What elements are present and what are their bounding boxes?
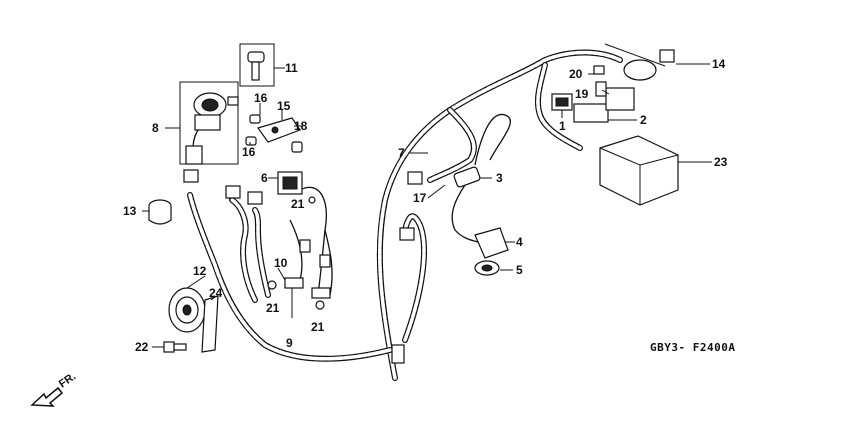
callout-19: 19 (575, 87, 589, 101)
regulator-connector (453, 166, 481, 188)
callout-11: 10 (274, 256, 288, 270)
ignition-switch (179, 81, 239, 165)
grommet (474, 260, 500, 276)
callout-13: 13 (123, 204, 137, 218)
direction-arrow-icon (30, 386, 64, 407)
callout-21a: 21 (291, 197, 305, 211)
switch-mount-bracket (245, 114, 303, 153)
callout-14: 14 (712, 57, 726, 71)
callout-3: 3 (496, 171, 503, 185)
callout-22: 22 (135, 340, 149, 354)
leader-lines (142, 63, 712, 348)
starter-relay (573, 87, 635, 123)
high-tension-cord (451, 113, 511, 243)
callout-1: 1 (559, 119, 566, 133)
callout-16a: 16 (254, 91, 268, 105)
callout-7: 7 (398, 146, 405, 160)
callout-21b: 21 (266, 301, 280, 315)
callout-2: 2 (640, 113, 647, 127)
horn-bracket (201, 295, 219, 353)
callout-20: 20 (569, 67, 583, 81)
socket-connector (604, 43, 675, 81)
terminal-parts (267, 196, 331, 310)
callout-15: 15 (277, 99, 291, 113)
callout-24: 24 (209, 286, 223, 300)
callout-23: 23 (714, 155, 728, 169)
callout-5: 5 (516, 263, 523, 277)
rubber-cap (148, 199, 172, 225)
ignition-key (239, 43, 275, 87)
diagram-code: GBY3- F2400A (650, 341, 735, 354)
callout-10: 9 (286, 336, 293, 350)
callout-17: 17 (413, 191, 427, 205)
cdi-unit (599, 135, 679, 206)
fuse-box (551, 93, 573, 111)
callout-9: 11 (285, 61, 298, 75)
callout-18: 18 (294, 119, 308, 133)
spark-plug-cap (474, 227, 509, 259)
relay (277, 171, 303, 195)
front-direction-indicator: FR. (30, 370, 78, 407)
wire-harness (187, 49, 623, 381)
callouts: 11 8 16 15 18 16 6 21 7 13 12 24 22 10 2… (123, 57, 728, 354)
callout-12: 12 (193, 264, 207, 278)
horn (168, 287, 206, 333)
callout-4: 4 (516, 235, 523, 249)
callout-8: 8 (152, 121, 159, 135)
callout-6: 6 (261, 171, 268, 185)
direction-label: FR. (57, 370, 78, 390)
harness-connectors (183, 169, 423, 364)
callout-21c: 21 (311, 320, 325, 334)
bolt (163, 341, 187, 353)
callout-16b: 16 (242, 145, 256, 159)
